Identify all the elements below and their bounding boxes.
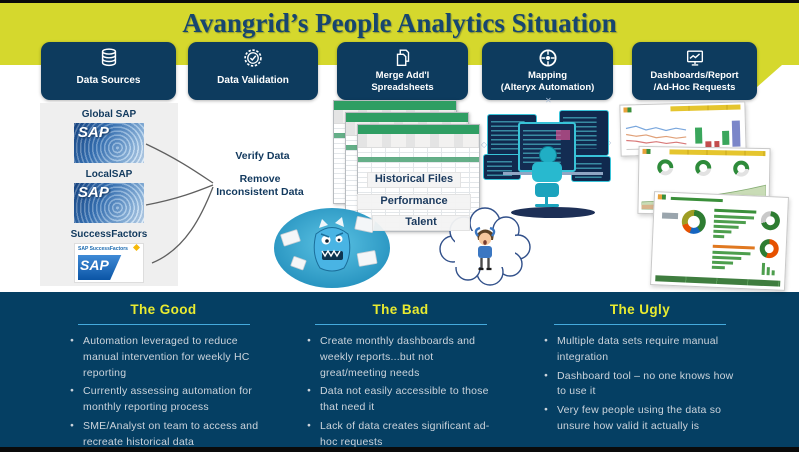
chair-pole (545, 197, 548, 205)
bar-list-group-2 (711, 244, 755, 273)
step-data-validation: Data Validation (188, 42, 318, 100)
step-label-line2: /Ad-Hoc Requests (653, 81, 736, 93)
report-logo (623, 107, 632, 113)
column-the-good: The Good Automation leveraged to reduce … (66, 302, 261, 452)
step-label-line1: Dashboards/Report (650, 70, 739, 81)
summary-band: The Good Automation leveraged to reduce … (0, 292, 799, 448)
data-monster-illustration (274, 208, 390, 288)
chair-base (535, 204, 559, 207)
report-logo (657, 194, 666, 200)
step-label: Data Sources (76, 75, 141, 86)
report-logo (642, 148, 651, 155)
remove-inconsistent-note: Remove Inconsistent Data (216, 173, 304, 199)
heading-underline (314, 324, 487, 325)
data-sources-panel: Global SAP SAP LocalSAP SAP SuccessFacto… (40, 103, 178, 286)
successfactors-logo-header: SAP SuccessFactors (78, 246, 128, 252)
label-talent: Talent (372, 215, 470, 231)
column-heading: The Good (130, 302, 197, 317)
validation-gear-icon (244, 49, 262, 67)
bullet-list: Create monthly dashboards and weekly rep… (303, 334, 498, 450)
banner-wedge (757, 65, 782, 87)
floor-shadow (511, 207, 595, 218)
gauge-chart (695, 159, 712, 177)
decor-diamond-icon: ◇ (481, 140, 488, 149)
merge-pages-icon (396, 49, 409, 67)
successfactors-gem-icon (132, 243, 141, 252)
column-the-bad: The Bad Create monthly dashboards and we… (303, 302, 498, 452)
source-connector-lines (145, 143, 214, 264)
heading-underline (554, 324, 726, 325)
decor-x-icon: ✕ (545, 96, 552, 105)
kpi-number (661, 212, 679, 220)
bullet-item: Data not easily accessible to those that… (307, 384, 498, 416)
developer-body (532, 162, 562, 182)
bar-green (722, 130, 730, 145)
sap-logo-text: SAP (78, 124, 109, 141)
chair (535, 183, 559, 197)
mini-bar (771, 270, 775, 276)
label-historical-files: Historical Files (367, 172, 461, 188)
source-label-local-sap: LocalSAP (85, 169, 133, 180)
verify-data-note: Verify Data (235, 150, 290, 162)
sap-logo-text: SAP (78, 184, 109, 201)
gauge-chart (733, 160, 750, 177)
label-performance: Performance (357, 194, 471, 210)
code-panel (483, 154, 521, 180)
main-monitor (518, 122, 576, 172)
report-title-bar (670, 196, 723, 203)
bullet-item: Very few people using the data so unsure… (544, 403, 740, 435)
code-panel (571, 156, 611, 182)
bar-list-group-1 (713, 208, 757, 242)
source-label-successfactors: SuccessFactors (70, 229, 148, 240)
step-label-line1: Merge Add'l (375, 70, 430, 81)
bar-green (694, 127, 703, 144)
dashboard-monitor-icon (686, 50, 703, 66)
gauge-chart (657, 159, 674, 176)
report-footer-bar (655, 275, 781, 287)
bullet-item: Multiple data sets require manual integr… (544, 334, 740, 366)
donut-chart (681, 209, 707, 235)
column-heading: The Bad (372, 302, 429, 317)
step-label-line2: Spreadsheets (371, 81, 434, 93)
alteryx-automation-icon (538, 49, 557, 67)
step-label-line1: Mapping (527, 70, 568, 81)
successfactors-logo: SAP SuccessFactors SAP (74, 243, 144, 283)
bullet-list: Multiple data sets require manual integr… (540, 334, 740, 435)
page-title: Avangrid’s People Analytics Situation (182, 8, 617, 38)
bullet-item: Currently assessing automation for month… (70, 384, 261, 416)
bullet-list: Automation leveraged to reduce manual in… (66, 334, 261, 450)
bar-blue (731, 120, 741, 147)
dashboard-page-3 (650, 191, 789, 291)
sap-logo-local: SAP (74, 183, 144, 223)
top-border (0, 0, 799, 3)
step-data-sources: Data Sources (41, 42, 176, 100)
bottom-border (0, 447, 799, 452)
step-mapping-alteryx: Mapping (Alteryx Automation) (482, 42, 613, 100)
sap-logo-text: SAP (80, 257, 109, 273)
mini-bar (766, 267, 770, 276)
pie-chart-orange (759, 238, 780, 259)
bullet-item: SME/Analyst on team to access and recrea… (70, 419, 261, 451)
step-dashboards-reports: Dashboards/Report /Ad-Hoc Requests (632, 42, 757, 100)
sap-logo-global: SAP (74, 123, 144, 163)
bullet-item: Automation leveraged to reduce manual in… (70, 334, 261, 381)
pie-chart-green (760, 210, 781, 231)
bullet-item: Create monthly dashboards and weekly rep… (307, 334, 498, 381)
report-nav-tabs (670, 104, 741, 112)
heading-underline (77, 324, 250, 325)
report-nav-tabs (669, 149, 766, 157)
step-label-line2: (Alteryx Automation) (500, 81, 595, 93)
step-merge-spreadsheets: Merge Add'l Spreadsheets (337, 42, 468, 100)
bullet-item: Lack of data creates significant ad-hoc … (307, 419, 498, 451)
bullet-item: Dashboard tool – no one knows how to use… (544, 369, 740, 401)
step-label: Data Validation (217, 75, 289, 86)
column-the-ugly: The Ugly Multiple data sets require manu… (540, 302, 740, 438)
source-label-global-sap: Global SAP (81, 109, 137, 120)
column-heading: The Ugly (609, 302, 671, 317)
mini-bar (761, 262, 766, 275)
database-icon (101, 48, 116, 67)
automation-workstation-illustration: ✕ ◇ ◇ (481, 96, 613, 218)
